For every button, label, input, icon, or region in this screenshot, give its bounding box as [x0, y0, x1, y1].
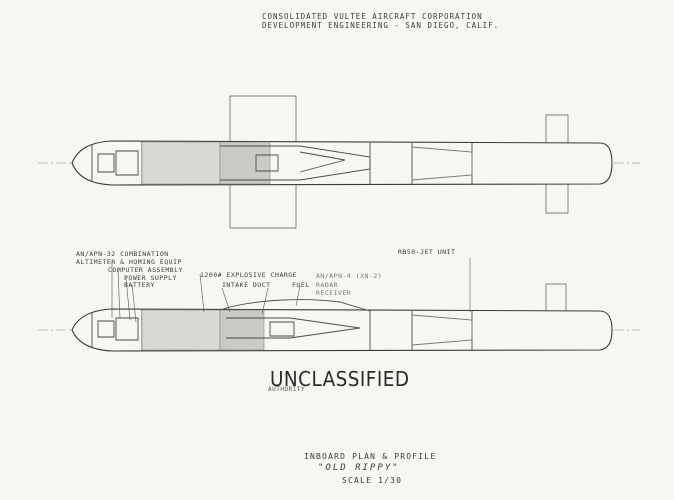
callout-jet-unit: RB50-JET UNIT — [398, 248, 456, 256]
callout-computer: COMPUTER ASSEMBLY — [108, 266, 184, 274]
callout-intake: INTAKE DUCT — [222, 281, 271, 289]
callout-fuel: FUEL — [292, 281, 310, 289]
header-company: CONSOLIDATED VULTEE AIRCRAFT CORPORATION — [262, 12, 483, 21]
profile-view — [38, 284, 640, 351]
callout-radar-1: AN/APN-4 (XN-2) — [316, 272, 383, 280]
title-scale: SCALE 1/30 — [342, 476, 403, 485]
callout-explosive: 1200# EXPLOSIVE CHARGE — [200, 271, 298, 279]
plan-view — [38, 96, 640, 228]
callout-an-apn-32: AN/APN-32 COMBINATION — [76, 250, 169, 258]
title-old-rippy: "OLD RIPPY" — [318, 463, 400, 473]
callout-altimeter: ALTIMETER & HOMING EQUIP — [76, 258, 182, 266]
callout-radar-3: RECEIVER — [316, 289, 352, 297]
callout-power-supply: POWER SUPPLY — [124, 274, 177, 282]
title-inboard-plan: INBOARD PLAN & PROFILE — [304, 452, 437, 461]
stamp-authority: AUTHORITY — [268, 386, 306, 393]
callout-radar-2: RADAR — [316, 281, 339, 289]
callout-battery: BATTERY — [124, 281, 155, 289]
unclassified-stamp: UNCLASSIFIED — [270, 367, 410, 391]
header-department: DEVELOPMENT ENGINEERING - SAN DIEGO, CAL… — [262, 21, 500, 30]
leader-lines — [112, 258, 470, 322]
